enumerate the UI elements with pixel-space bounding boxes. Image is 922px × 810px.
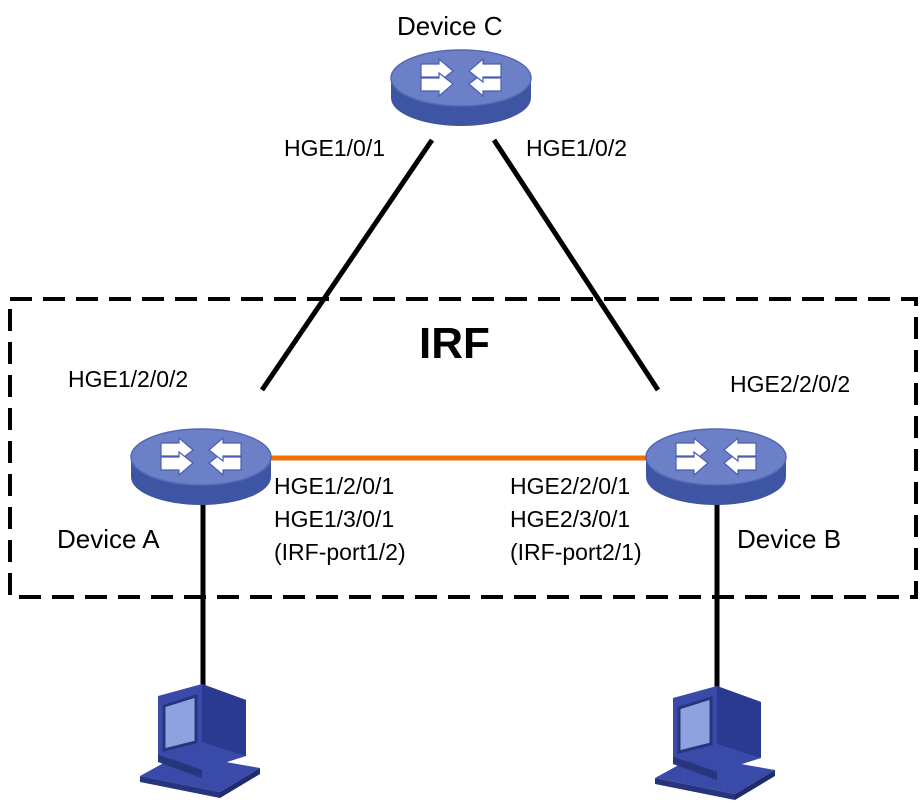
- device-a-label: Device A: [57, 524, 160, 554]
- device-c-switch-icon: [390, 49, 532, 127]
- device-b-irf-port-1-label: HGE2/2/0/1: [510, 473, 630, 499]
- device-b-irf-port-2-label: HGE2/3/0/1: [510, 506, 630, 532]
- irf-title: IRF: [419, 319, 490, 368]
- device-c-port-left-label: HGE1/0/1: [284, 135, 385, 161]
- device-a-uplink-port-label: HGE1/2/0/2: [68, 366, 188, 392]
- device-b-uplink-port-label: HGE2/2/0/2: [730, 371, 850, 397]
- link-c-to-b: [491, 138, 661, 392]
- device-b-label: Device B: [737, 524, 841, 554]
- host-left-pc-icon: [138, 682, 262, 800]
- host-right-pc-icon: [653, 684, 777, 802]
- device-c-label: Device C: [397, 11, 502, 41]
- device-b-switch-icon: [645, 428, 787, 506]
- device-b-irf-port-name-label: (IRF-port2/1): [510, 539, 642, 565]
- device-c-port-right-label: HGE1/0/2: [526, 135, 627, 161]
- device-a-irf-port-2-label: HGE1/3/0/1: [274, 506, 394, 532]
- irf-boundary-box: [8, 297, 918, 599]
- device-a-irf-port-name-label: (IRF-port1/2): [274, 539, 406, 565]
- device-a-irf-port-1-label: HGE1/2/0/1: [274, 473, 394, 499]
- device-a-switch-icon: [130, 428, 272, 506]
- link-c-to-a: [259, 138, 435, 392]
